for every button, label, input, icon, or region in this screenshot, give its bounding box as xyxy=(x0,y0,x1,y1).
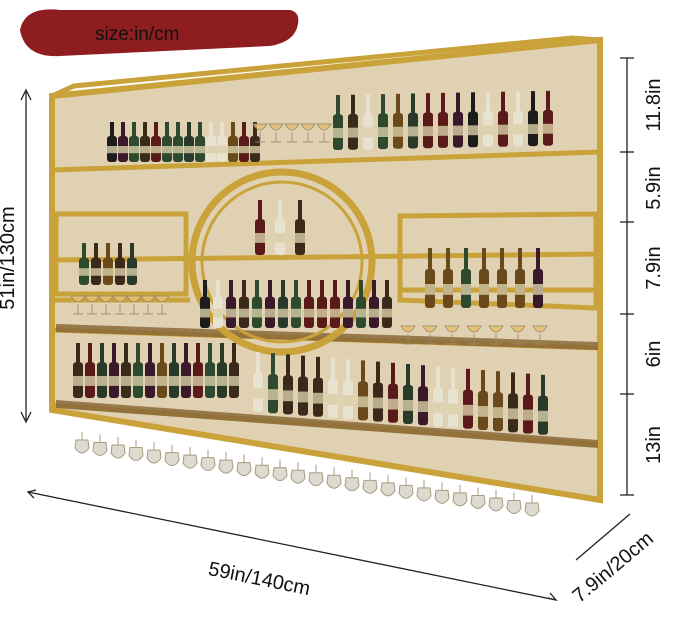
wine-glass-icon xyxy=(399,477,413,498)
section-label-4: 6in xyxy=(643,341,665,368)
wine-glass-icon xyxy=(183,447,197,468)
wine-glass-icon xyxy=(75,432,89,453)
wine-glass-icon xyxy=(237,455,251,476)
wine-glass-icon xyxy=(345,470,359,491)
section-label-3: 7.9in xyxy=(643,246,665,289)
wine-glass-icon xyxy=(489,490,503,511)
wine-glass-icon xyxy=(291,462,305,483)
wine-glass-icon xyxy=(471,487,485,508)
depth-label: 7.9in/20cm xyxy=(569,528,658,608)
wine-glass-icon xyxy=(417,480,431,501)
wine-glass-icon xyxy=(327,467,341,488)
wine-glass-icon xyxy=(165,445,179,466)
section-label-2: 5.9in xyxy=(643,166,665,209)
section-label-1: 11.8in xyxy=(643,78,665,131)
height-label: 51in/130cm xyxy=(0,206,19,309)
wine-glass-icon xyxy=(435,482,449,503)
width-label: 59in/140cm xyxy=(206,558,312,600)
wine-glass-icon xyxy=(147,442,161,463)
wine-glass-icon xyxy=(453,485,467,506)
wine-glass-icon xyxy=(111,437,125,458)
wine-glass-icon xyxy=(309,465,323,486)
section-label-5: 13in xyxy=(643,426,665,464)
size-banner: size:in/cm xyxy=(20,9,298,56)
wine-glass-icon xyxy=(255,457,269,478)
wine-glass-icon xyxy=(381,475,395,496)
wine-glass-icon xyxy=(363,472,377,493)
wine-glass-icon xyxy=(507,492,521,513)
wine-glass-icon xyxy=(525,495,539,516)
wine-glass-icon xyxy=(219,452,233,473)
wine-glass-icon xyxy=(129,440,143,461)
wine-glass-icon xyxy=(201,450,215,471)
wine-glass-icon xyxy=(273,460,287,481)
wine-glass-icon xyxy=(93,435,107,456)
banner-label: size:in/cm xyxy=(95,24,179,45)
